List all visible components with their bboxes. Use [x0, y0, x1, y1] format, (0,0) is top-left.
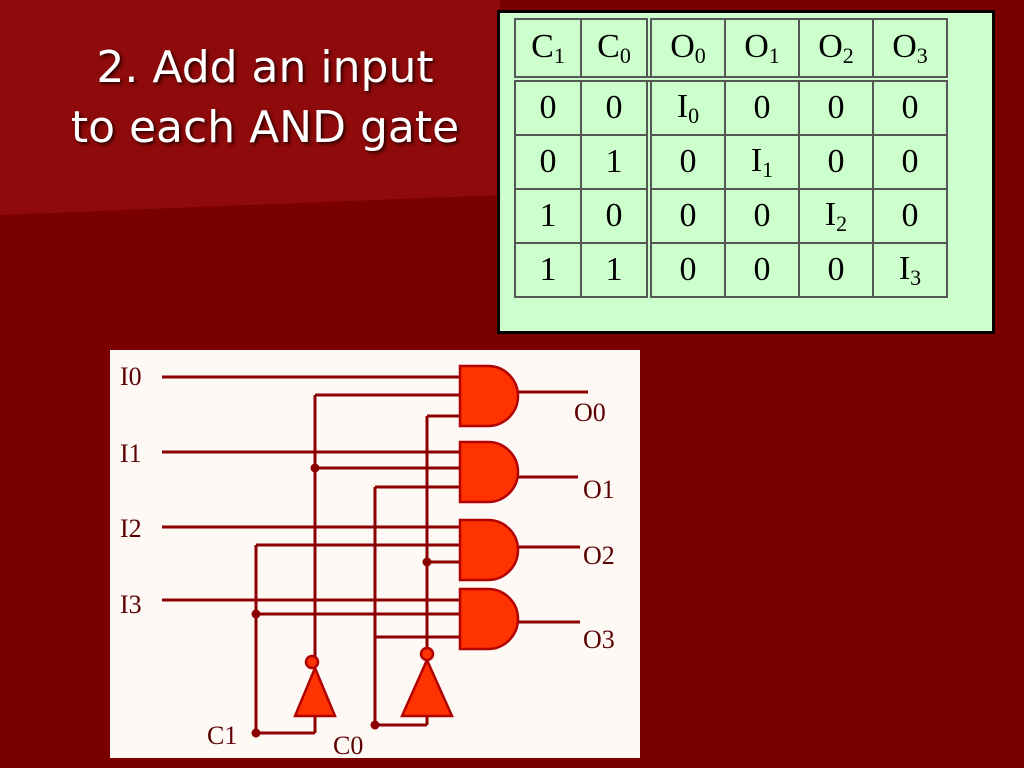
- table-cell: 0: [872, 78, 948, 136]
- label-o3: O3: [583, 625, 615, 654]
- table-cell: 0: [872, 188, 948, 244]
- label-c1: C1: [207, 721, 237, 750]
- header-cell: C1: [514, 18, 582, 82]
- table-cell: 0: [580, 78, 650, 136]
- table-cell: 1: [580, 242, 650, 298]
- table-cell: 0: [724, 188, 800, 244]
- header-cell: O2: [798, 18, 874, 82]
- and-gate-2: [458, 518, 520, 582]
- table-cell: 1: [514, 242, 582, 298]
- truth-table: C1 C0 O0 O1 O2 O3 0 0 I0 0 0 0 0 1 0 I1 …: [514, 18, 948, 298]
- table-cell: I0: [646, 78, 726, 136]
- table-cell: 0: [724, 78, 800, 136]
- table-cell: 1: [580, 134, 650, 190]
- header-cell: O0: [646, 18, 726, 82]
- slide-title: 2. Add an input to each AND gate: [40, 38, 490, 158]
- table-row: 0 1 0 I1 0 0: [514, 134, 948, 190]
- table-row: 1 1 0 0 0 I3: [514, 242, 948, 298]
- inverter-c0: [400, 656, 454, 718]
- table-row: 0 0 I0 0 0 0: [514, 78, 948, 136]
- table-cell: 0: [646, 242, 726, 298]
- table-cell: 0: [646, 134, 726, 190]
- table-cell: 0: [580, 188, 650, 244]
- and-gate-0: [458, 364, 520, 428]
- label-i0: I0: [120, 362, 142, 391]
- inverter-bubble: [419, 646, 435, 662]
- label-o0: O0: [574, 398, 606, 427]
- label-i2: I2: [120, 514, 142, 543]
- label-i3: I3: [120, 590, 142, 619]
- table-cell: 0: [724, 242, 800, 298]
- table-cell: 0: [798, 242, 874, 298]
- title-line-2: to each AND gate: [70, 102, 460, 153]
- table-cell: 0: [514, 78, 582, 136]
- table-cell: 0: [798, 134, 874, 190]
- table-cell: I3: [872, 242, 948, 298]
- junctions: [251, 463, 432, 738]
- inverter-c1: [293, 664, 337, 718]
- and-gates: [458, 364, 520, 651]
- header-cell: O1: [724, 18, 800, 82]
- and-gate-3: [458, 587, 520, 651]
- truth-table-panel: C1 C0 O0 O1 O2 O3 0 0 I0 0 0 0 0 1 0 I1 …: [497, 10, 995, 334]
- table-cell: 0: [514, 134, 582, 190]
- inverters: [293, 646, 454, 718]
- table-cell: I1: [724, 134, 800, 190]
- title-line-1: 2. Add an input: [96, 42, 434, 93]
- decoder-circuit: I0 I1 I2 I3 O0 O1 O2 O3 C1 C0: [110, 350, 640, 758]
- label-o2: O2: [583, 541, 615, 570]
- table-cell: 0: [798, 78, 874, 136]
- label-i1: I1: [120, 439, 142, 468]
- table-row: 1 0 0 0 I2 0: [514, 188, 948, 244]
- label-c0: C0: [333, 731, 363, 758]
- table-cell: 1: [514, 188, 582, 244]
- wires: [162, 375, 588, 735]
- and-gate-1: [458, 440, 520, 504]
- table-header-row: C1 C0 O0 O1 O2 O3: [514, 18, 948, 82]
- table-cell: 0: [872, 134, 948, 190]
- table-cell: I2: [798, 188, 874, 244]
- table-cell: 0: [646, 188, 726, 244]
- header-cell: O3: [872, 18, 948, 82]
- label-o1: O1: [583, 475, 615, 504]
- inverter-bubble: [304, 654, 320, 670]
- header-cell: C0: [580, 18, 650, 82]
